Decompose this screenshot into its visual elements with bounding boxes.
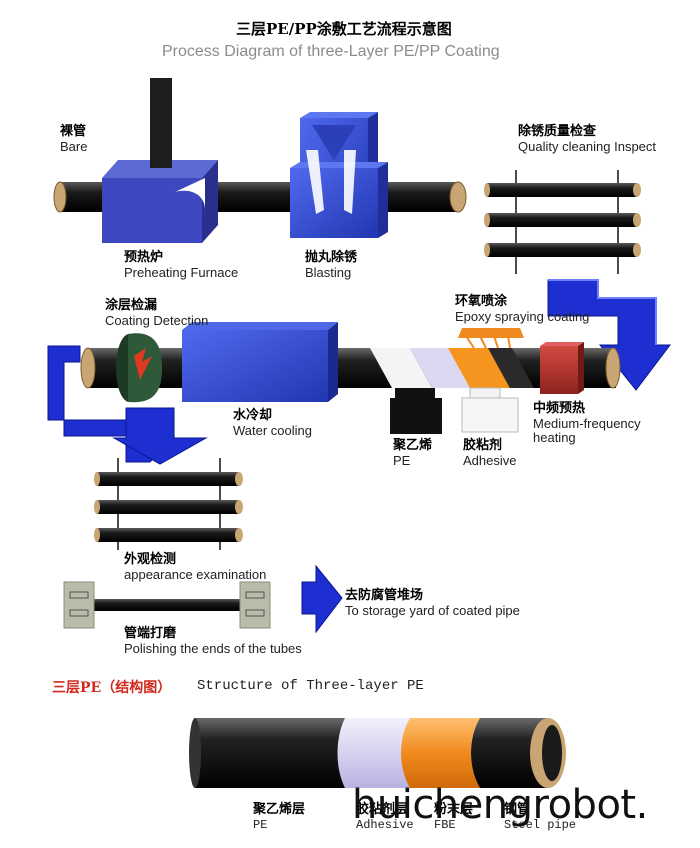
preheating-label-cn: 预热炉 bbox=[124, 250, 164, 265]
structure-pipe bbox=[189, 718, 566, 788]
water-cooling-label-cn: 水冷却 bbox=[233, 408, 273, 423]
blasting-label-cn: 抛丸除锈 bbox=[305, 250, 358, 265]
flow-arrow-right-bend bbox=[547, 279, 672, 391]
layer-fbe-cn: 粉末层 bbox=[434, 802, 474, 817]
blasting-machine bbox=[290, 112, 388, 238]
quality-label-en: Quality cleaning Inspect bbox=[518, 139, 657, 154]
polishing-label-cn: 管端打磨 bbox=[124, 626, 177, 641]
quality-label-cn: 除锈质量检查 bbox=[518, 124, 597, 139]
water-cooling-label-en: Water cooling bbox=[233, 423, 312, 438]
medium-frequency-label-en-1: Medium-frequency bbox=[533, 416, 641, 431]
layer-pe-en: PE bbox=[253, 818, 268, 832]
pe-wrap-band bbox=[370, 348, 534, 388]
coating-detection-label-cn: 涂层检漏 bbox=[105, 298, 158, 313]
blasting-label-en: Blasting bbox=[305, 265, 352, 280]
layer-fbe-en: FBE bbox=[434, 818, 456, 832]
inspection-pipes-top bbox=[484, 170, 641, 274]
adhesive-label-cn: 胶粘剂 bbox=[463, 438, 503, 453]
epoxy-spray-hood bbox=[458, 328, 524, 349]
medium-frequency-heater bbox=[540, 342, 584, 394]
layer-adhesive-cn: 胶粘剂层 bbox=[356, 802, 409, 817]
flow-arrow-left-bend bbox=[47, 345, 208, 465]
structure-title-en: Structure of Three-layer PE bbox=[197, 678, 424, 694]
pe-label-en: PE bbox=[393, 453, 411, 468]
adhesive-extruder bbox=[461, 387, 519, 433]
coating-detection-label-en: Coating Detection bbox=[105, 313, 209, 328]
appearance-label-cn: 外观检测 bbox=[124, 552, 177, 567]
epoxy-label-cn: 环氧喷涂 bbox=[455, 294, 508, 309]
epoxy-label-en: Epoxy spraying coating bbox=[455, 309, 590, 324]
polishing-label-en: Polishing the ends of the tubes bbox=[124, 641, 302, 656]
layer-steel-cn: 钢管 bbox=[504, 802, 531, 817]
adhesive-label-en: Adhesive bbox=[463, 453, 517, 468]
storage-label-cn: 去防腐管堆场 bbox=[345, 588, 424, 603]
storage-label-en: To storage yard of coated pipe bbox=[345, 603, 520, 618]
layer-steel-en: Steel pipe bbox=[504, 818, 577, 832]
structure-title-cn: 三层PE（结构图） bbox=[52, 680, 172, 696]
pe-extruder bbox=[390, 388, 442, 434]
layer-adhesive-en: Adhesive bbox=[356, 818, 414, 832]
coating-detector bbox=[116, 333, 162, 403]
layer-pe-cn: 聚乙烯层 bbox=[253, 802, 306, 817]
water-cooling-unit bbox=[182, 322, 338, 402]
watermark-text: huichengrobot. bbox=[352, 782, 648, 828]
pe-label-cn: 聚乙烯 bbox=[393, 438, 433, 453]
polishing-station bbox=[63, 581, 271, 629]
appearance-label-en: appearance examination bbox=[124, 567, 267, 582]
medium-frequency-label-en-2: heating bbox=[533, 430, 576, 445]
bare-label-cn: 裸管 bbox=[60, 124, 87, 139]
preheating-furnace bbox=[102, 78, 218, 243]
diagram-title-en: Process Diagram of three-Layer PE/PP Coa… bbox=[162, 43, 500, 60]
storage-arrow bbox=[301, 564, 343, 634]
diagram-title-cn: 三层PE/PP涂敷工艺流程示意图 bbox=[236, 20, 452, 38]
preheating-label-en: Preheating Furnace bbox=[124, 265, 239, 280]
medium-frequency-label-cn: 中频预热 bbox=[533, 401, 586, 416]
inspection-pipes-bottom bbox=[94, 458, 243, 550]
bare-label-en: Bare bbox=[60, 139, 88, 154]
